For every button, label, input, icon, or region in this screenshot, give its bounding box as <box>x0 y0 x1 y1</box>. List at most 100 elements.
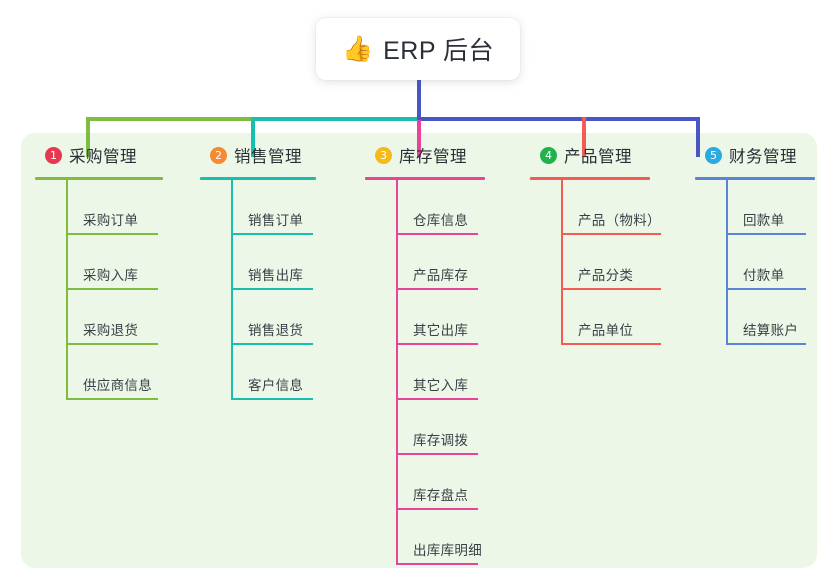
branch-item-underline <box>231 343 313 345</box>
branch-item-label: 仓库信息 <box>413 213 469 228</box>
branch-item-underline <box>66 233 158 235</box>
branch-item[interactable]: 库存盘点 <box>396 455 525 510</box>
root-node-card[interactable]: 👍 ERP 后台 <box>316 18 520 80</box>
branch-items-2: 销售订单销售出库销售退货客户信息 <box>200 180 360 400</box>
branch-item[interactable]: 结算账户 <box>726 290 839 345</box>
branch-title: 财务管理 <box>729 148 797 166</box>
branch-item[interactable]: 库存调拨 <box>396 400 525 455</box>
branch-item-label: 付款单 <box>743 268 785 283</box>
branch-item-underline <box>396 233 478 235</box>
branch-item[interactable]: 采购退货 <box>66 290 195 345</box>
branch-spine <box>396 180 398 565</box>
branches-panel <box>21 133 817 568</box>
branch-item[interactable]: 产品分类 <box>561 235 690 290</box>
branch-underline <box>530 177 650 180</box>
branch-item-label: 其它出库 <box>413 323 469 338</box>
branch-column-4[interactable]: 4 产品管理产品（物料） 产品分类产品单位 <box>530 133 690 345</box>
branch-spine <box>231 180 233 400</box>
connector-drop-1 <box>86 117 90 157</box>
branch-column-1[interactable]: 1 采购管理采购订单采购入库采购退货供应商信息 <box>35 133 195 400</box>
branch-item[interactable]: 销售订单 <box>231 180 360 235</box>
branch-underline <box>365 177 485 180</box>
branch-item[interactable]: 采购入库 <box>66 235 195 290</box>
branch-item-underline <box>396 398 478 400</box>
branch-item-label: 销售出库 <box>248 268 304 283</box>
branch-item[interactable]: 其它出库 <box>396 290 525 345</box>
branch-item-underline <box>396 343 478 345</box>
branch-underline <box>35 177 163 180</box>
connector-segment-3 <box>419 117 700 121</box>
branch-item-underline <box>231 233 313 235</box>
connector-segment-2 <box>253 117 419 121</box>
branch-number-badge: 4 <box>540 146 557 164</box>
thumbs-up-icon: 👍 <box>341 34 374 63</box>
branch-item-underline <box>231 398 313 400</box>
branch-header-4[interactable]: 4 产品管理 <box>530 133 690 177</box>
branch-item-label: 销售订单 <box>248 213 304 228</box>
branch-item-label: 产品分类 <box>578 268 634 283</box>
branch-item[interactable]: 回款单 <box>726 180 839 235</box>
branch-item-underline <box>561 343 661 345</box>
branch-item[interactable]: 供应商信息 <box>66 345 195 400</box>
branch-item-label: 产品库存 <box>413 268 469 283</box>
branch-items-5: 回款单付款单结算账户 <box>695 180 839 345</box>
branch-item-label: 采购入库 <box>83 268 139 283</box>
branch-item[interactable]: 产品库存 <box>396 235 525 290</box>
branch-item-label: 销售退货 <box>248 323 304 338</box>
branch-item-label: 客户信息 <box>248 378 304 393</box>
branch-item-label: 库存盘点 <box>413 488 469 503</box>
connector-drop-3 <box>417 117 421 157</box>
branch-item-underline <box>231 288 313 290</box>
branch-item-underline <box>396 563 478 565</box>
branch-title: 产品管理 <box>564 148 632 166</box>
branch-item-underline <box>66 398 158 400</box>
branch-item[interactable]: 出库库明细 <box>396 510 525 565</box>
branch-spine <box>726 180 728 345</box>
connector-segment-1 <box>86 117 253 121</box>
branch-item-label: 产品单位 <box>578 323 634 338</box>
branch-items-3: 仓库信息产品库存其它出库其它入库库存调拨库存盘点出库库明细 <box>365 180 525 565</box>
branch-item-underline <box>66 288 158 290</box>
branch-items-1: 采购订单采购入库采购退货供应商信息 <box>35 180 195 400</box>
root-connector-stem <box>417 78 421 120</box>
branch-item[interactable]: 付款单 <box>726 235 839 290</box>
branch-items-4: 产品（物料） 产品分类产品单位 <box>530 180 690 345</box>
branch-item-underline <box>726 288 806 290</box>
connector-drop-5 <box>696 117 700 157</box>
branch-underline <box>200 177 316 180</box>
branch-item-underline <box>396 508 478 510</box>
branch-item[interactable]: 销售出库 <box>231 235 360 290</box>
connector-drop-4 <box>582 117 586 157</box>
branch-item[interactable]: 客户信息 <box>231 345 360 400</box>
branch-item[interactable]: 其它入库 <box>396 345 525 400</box>
branch-item[interactable]: 产品单位 <box>561 290 690 345</box>
branch-number-badge: 3 <box>375 146 392 164</box>
branch-item-label: 采购退货 <box>83 323 139 338</box>
branch-item-label: 采购订单 <box>83 213 139 228</box>
branch-title: 采购管理 <box>69 148 137 166</box>
branch-item-label: 结算账户 <box>743 323 799 338</box>
root-node-title: ERP 后台 <box>383 37 495 65</box>
branch-header-1[interactable]: 1 采购管理 <box>35 133 195 177</box>
branch-item-label: 产品（物料） <box>578 213 661 228</box>
connector-drop-2 <box>251 117 255 157</box>
branch-item-underline <box>726 343 806 345</box>
branch-item[interactable]: 销售退货 <box>231 290 360 345</box>
branch-item-label: 供应商信息 <box>83 378 152 393</box>
branch-item[interactable]: 仓库信息 <box>396 180 525 235</box>
branch-number-badge: 1 <box>45 146 62 164</box>
branch-item-label: 其它入库 <box>413 378 469 393</box>
branch-item[interactable]: 产品（物料） <box>561 180 690 235</box>
branch-underline <box>695 177 815 180</box>
branch-item[interactable]: 采购订单 <box>66 180 195 235</box>
branch-spine <box>66 180 68 400</box>
branch-item-label: 库存调拨 <box>413 433 469 448</box>
